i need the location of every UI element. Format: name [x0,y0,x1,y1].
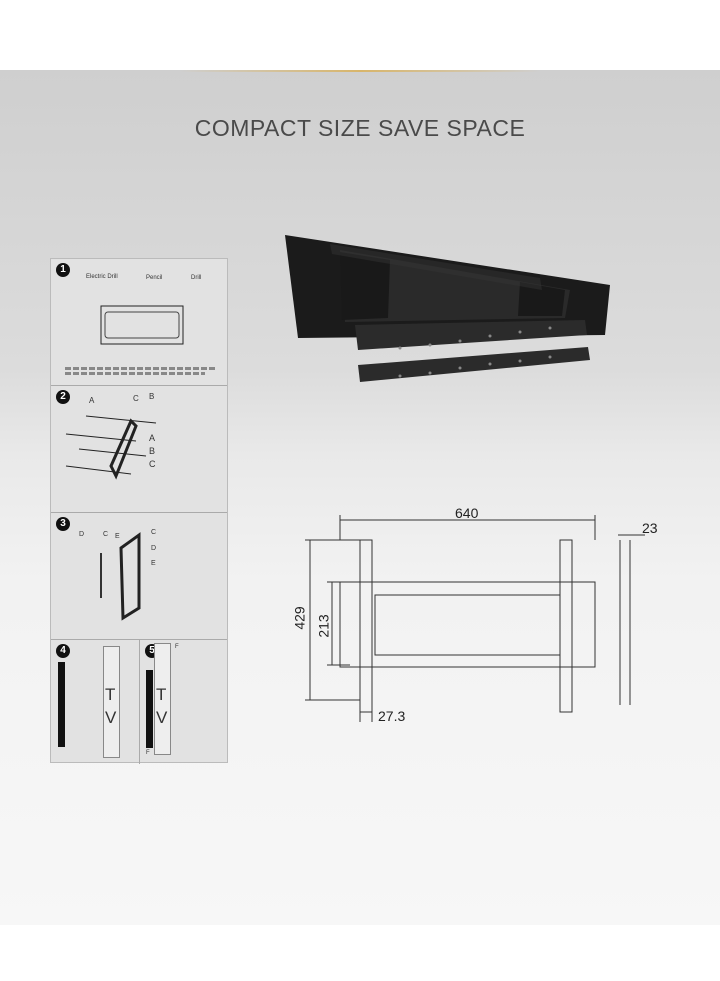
bracket-photo [280,210,620,415]
tv-label: V [105,708,117,727]
tv-mount-illustration [100,532,141,621]
divider [180,70,540,72]
tv-label: V [156,708,168,727]
inner-height-dimension: 213 [315,614,332,638]
part-label: B [149,446,156,456]
part-label: D [151,545,157,552]
frame-illustration [100,305,184,345]
step-number: 3 [56,517,70,531]
label: C [133,394,139,403]
label: B [149,392,155,401]
depth-dimension: 23 [642,520,658,536]
step-number: 4 [56,644,70,658]
tool-label: Pencil [146,275,163,281]
step-5: 5 T V F F [140,640,229,764]
width-dimension: 640 [455,505,479,521]
step-4: 4 T V [51,640,140,764]
screw-illustration [65,415,157,480]
installation-instructions: 1 Electric Drill Pencil Drill 2 A C B A … [50,258,229,764]
page-title: COMPACT SIZE SAVE SPACE [194,115,526,141]
step-2: 2 A C B A B C [51,386,227,513]
label: D [79,531,85,538]
tv-label: T [105,685,116,704]
part-label: A [149,433,156,443]
tool-label: Drill [191,275,202,281]
part-label: C [151,529,157,536]
step-3: 3 D C E C D E [51,513,227,640]
part-label: E [151,560,156,567]
part-label: F [175,644,179,650]
part-label: C [149,459,156,469]
label: E [115,533,120,540]
height-dimension: 429 [291,606,308,630]
step-1: 1 Electric Drill Pencil Drill [51,259,227,386]
label: C [103,531,109,538]
tv-label: T [156,685,167,704]
step-number: 2 [56,390,70,404]
label: A [89,396,95,405]
dimension-diagram: 640 23 429 213 27.3 [290,500,670,735]
label: F [146,750,150,756]
step-number: 1 [56,263,70,277]
offset-dimension: 27.3 [378,708,406,724]
tool-label: Electric Drill [86,274,118,280]
